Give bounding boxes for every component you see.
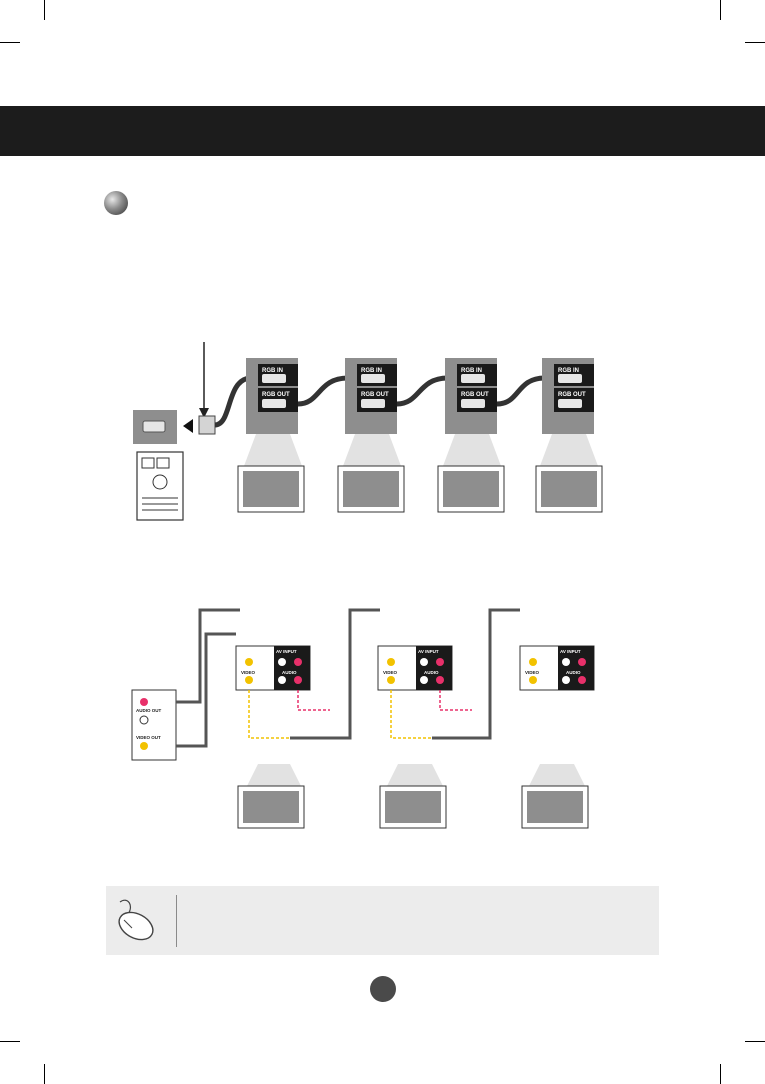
rgb-monitor-4: RGB IN RGB OUT (535, 358, 603, 513)
svg-text:RGB OUT: RGB OUT (262, 392, 290, 398)
rgb-cable (396, 375, 449, 407)
insert-arrow (183, 419, 193, 433)
av-unit-2: AV INPUT VIDEO AUDIO (377, 608, 520, 829)
svg-text:VIDEO: VIDEO (383, 670, 398, 675)
crop-mark (0, 1041, 20, 1042)
crop-mark (0, 42, 20, 43)
note-divider (176, 895, 177, 947)
crop-mark (745, 42, 765, 43)
pc-tower-icon (136, 451, 184, 521)
rgb-cable (496, 375, 546, 407)
crop-mark (720, 0, 721, 20)
svg-text:AV INPUT: AV INPUT (560, 649, 581, 654)
rgb-connection-diagram: RGB IN RGB OUT RGB IN RGB OUT RGB IN RGB… (133, 342, 603, 521)
svg-text:AUDIO: AUDIO (282, 670, 297, 675)
section-header-bar (0, 106, 765, 156)
av-connection-diagram: AUDIO OUT VIDEO OUT AV INPUT VIDEO AUDIO… (131, 608, 595, 829)
svg-text:RGB IN: RGB IN (262, 368, 283, 374)
rgb-monitor-2: RGB IN RGB OUT (337, 358, 405, 513)
svg-text:AUDIO: AUDIO (566, 670, 581, 675)
av-unit-3: AV INPUT VIDEO AUDIO (519, 645, 595, 829)
rgb-cable (214, 375, 251, 428)
pc-rgb-port (142, 420, 166, 433)
svg-text:VIDEO: VIDEO (241, 670, 256, 675)
svg-text:RGB OUT: RGB OUT (558, 392, 586, 398)
svg-text:RGB IN: RGB IN (558, 368, 579, 374)
svg-text:AV INPUT: AV INPUT (418, 649, 439, 654)
svg-text:VIDEO: VIDEO (525, 670, 540, 675)
svg-text:RGB IN: RGB IN (461, 368, 482, 374)
svg-text:AUDIO: AUDIO (424, 670, 439, 675)
rgb-monitor-1: RGB IN RGB OUT (237, 358, 305, 513)
svg-text:RGB OUT: RGB OUT (461, 392, 489, 398)
av-unit-1: AV INPUT VIDEO AUDIO (235, 608, 380, 829)
av-source-panel: AUDIO OUT VIDEO OUT (131, 689, 177, 761)
svg-text:AUDIO OUT: AUDIO OUT (136, 708, 162, 713)
crop-mark (44, 0, 45, 20)
svg-text:RGB IN: RGB IN (361, 368, 382, 374)
crop-mark (720, 1064, 721, 1084)
rgb-cable (297, 375, 349, 407)
audio-cable (176, 608, 240, 704)
svg-text:RGB OUT: RGB OUT (361, 392, 389, 398)
svg-text:AV INPUT: AV INPUT (276, 649, 297, 654)
video-cable (176, 632, 236, 748)
page-number-badge (370, 976, 396, 1002)
mouse-note-icon (118, 899, 154, 941)
note-box (106, 886, 659, 955)
svg-text:VIDEO OUT: VIDEO OUT (136, 735, 161, 740)
rgb-monitor-3: RGB IN RGB OUT (437, 358, 505, 513)
bullet-icon (104, 191, 128, 215)
rgb-plug (198, 415, 216, 435)
crop-mark (745, 1041, 765, 1042)
crop-mark (44, 1064, 45, 1084)
pointer-arrow-head (199, 408, 209, 418)
